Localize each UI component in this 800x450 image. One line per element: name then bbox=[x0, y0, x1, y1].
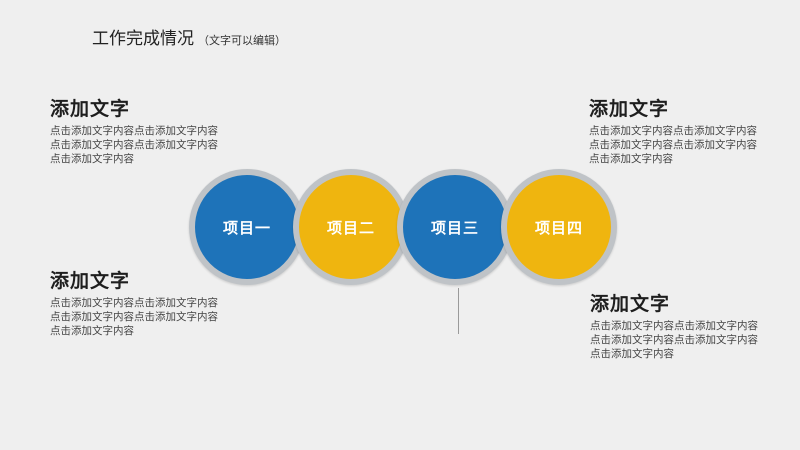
block-heading: 添加文字 bbox=[590, 293, 671, 315]
block-heading: 添加文字 bbox=[589, 98, 670, 120]
circle-item-3: 项目三 bbox=[397, 169, 513, 285]
text-block-top-right: 添加文字 点击添加文字内容点击添加文字内容点击添加文字内容点击添加文字内容点击添… bbox=[589, 96, 767, 166]
item-label: 项目二 bbox=[326, 218, 375, 237]
item-label: 项目一 bbox=[222, 218, 271, 237]
item-label: 项目三 bbox=[430, 218, 479, 237]
block-body: 点击添加文字内容点击添加文字内容点击添加文字内容点击添加文字内容点击添加文字内容 bbox=[590, 320, 758, 360]
circle-item-4: 项目四 bbox=[501, 169, 617, 285]
block-body: 点击添加文字内容点击添加文字内容点击添加文字内容点击添加文字内容点击添加文字内容 bbox=[50, 125, 218, 165]
text-block-bottom-right: 添加文字 点击添加文字内容点击添加文字内容点击添加文字内容点击添加文字内容点击添… bbox=[590, 291, 768, 361]
block-heading: 添加文字 bbox=[50, 98, 131, 120]
block-heading: 添加文字 bbox=[50, 270, 131, 292]
item-label: 项目四 bbox=[534, 218, 583, 237]
title-subtitle: （文字可以编辑） bbox=[198, 34, 286, 47]
title-main: 工作完成情况 bbox=[92, 29, 194, 49]
block-body: 点击添加文字内容点击添加文字内容点击添加文字内容点击添加文字内容点击添加文字内容 bbox=[589, 125, 757, 165]
text-block-bottom-left: 添加文字 点击添加文字内容点击添加文字内容点击添加文字内容点击添加文字内容点击添… bbox=[50, 268, 228, 338]
page-title: 工作完成情况 （文字可以编辑） bbox=[92, 24, 286, 49]
text-block-top-left: 添加文字 点击添加文字内容点击添加文字内容点击添加文字内容点击添加文字内容点击添… bbox=[50, 96, 228, 166]
circle-item-1: 项目一 bbox=[189, 169, 305, 285]
block-body: 点击添加文字内容点击添加文字内容点击添加文字内容点击添加文字内容点击添加文字内容 bbox=[50, 297, 218, 337]
connector-line bbox=[458, 288, 459, 334]
circle-item-2: 项目二 bbox=[293, 169, 409, 285]
